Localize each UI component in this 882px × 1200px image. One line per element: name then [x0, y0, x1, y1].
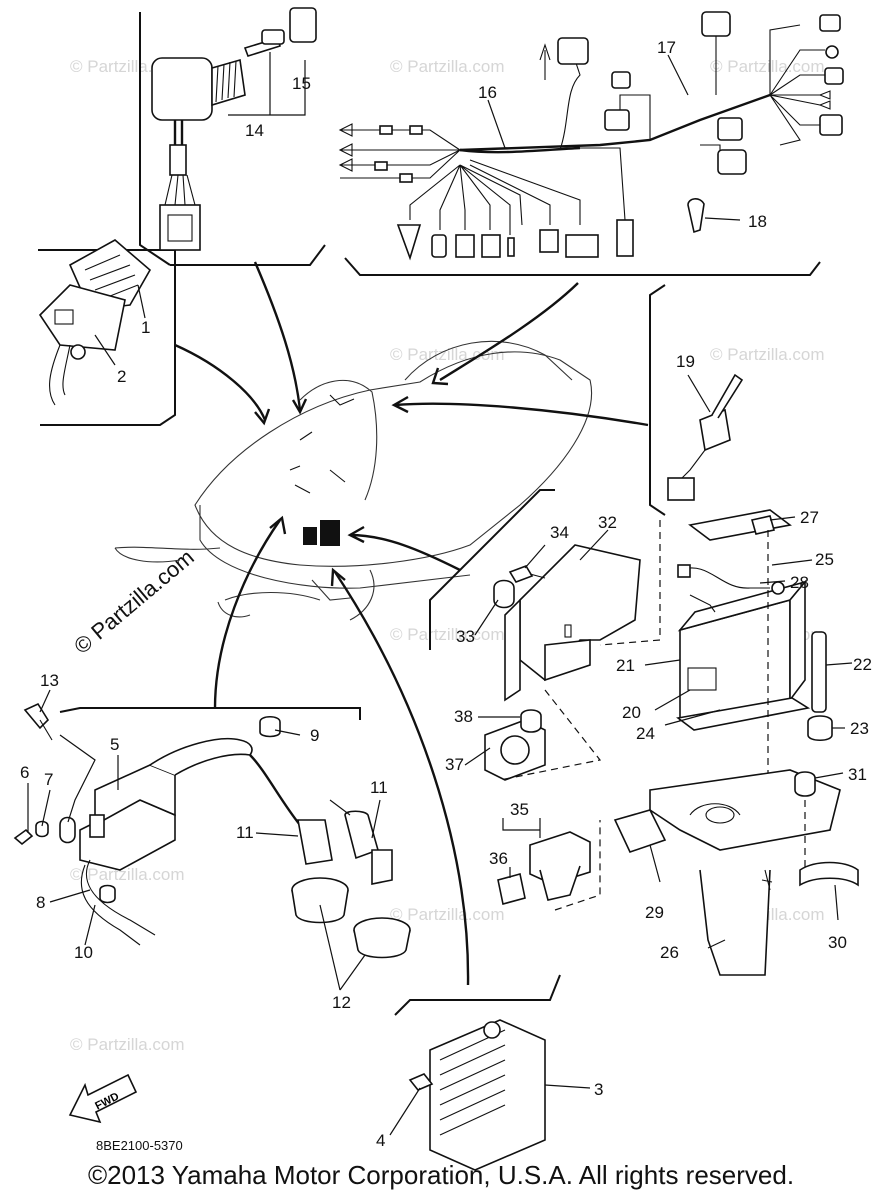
diagram-code: 8BE2100-5370 [96, 1138, 183, 1153]
callout-9: 9 [310, 726, 319, 745]
watermark-text: © Partzilla.com [710, 57, 825, 76]
callout-19: 19 [676, 352, 695, 371]
callout-12: 12 [332, 993, 351, 1012]
watermark-text: © Partzilla.com [70, 865, 185, 884]
watermark-text: © Partzilla.com [70, 1035, 185, 1054]
rectifier-regulator [389, 1019, 591, 1171]
callout-17: 17 [657, 38, 676, 57]
callout-1: 1 [141, 318, 150, 337]
callout-10: 10 [74, 943, 93, 962]
callout-24: 24 [636, 724, 655, 743]
callout-36: 36 [489, 849, 508, 868]
watermark-text: © Partzilla.com [390, 625, 505, 644]
switch-box-parts [38, 239, 152, 406]
callout-35: 35 [510, 800, 529, 819]
callout-22: 22 [853, 655, 872, 674]
callout-20: 20 [622, 703, 641, 722]
callout-33: 33 [456, 627, 475, 646]
snowmobile-outline [114, 340, 592, 621]
relay-group [464, 689, 602, 911]
electrical-box-icon [303, 520, 340, 546]
pointer-arrows [174, 261, 649, 986]
watermark-text: © Partzilla.com [390, 57, 505, 76]
callout-5: 5 [110, 735, 119, 754]
callout-21: 21 [616, 656, 635, 675]
ignition-coil-group [13, 689, 411, 991]
callout-8: 8 [36, 893, 45, 912]
callout-4: 4 [376, 1131, 385, 1150]
watermark-text: © Partzilla.com [710, 345, 825, 364]
watermark-rotated: © Partzilla.com [69, 544, 199, 658]
callout-26: 26 [660, 943, 679, 962]
callout-15: 15 [292, 74, 311, 93]
fwd-arrow-icon: FWD [68, 1073, 138, 1124]
callout-32: 32 [598, 513, 617, 532]
clip-part [687, 198, 741, 234]
main-switch-assembly [151, 7, 317, 251]
callout-23: 23 [850, 719, 869, 738]
mount-plate-group [474, 529, 641, 702]
callout-13: 13 [40, 671, 59, 690]
callout-37: 37 [445, 755, 464, 774]
callout-labels: 1 2 3 4 5 6 7 8 9 10 11 11 12 13 14 15 1… [20, 38, 872, 1150]
callout-29: 29 [645, 903, 664, 922]
callout-25: 25 [815, 550, 834, 569]
callout-2: 2 [117, 367, 126, 386]
watermark-text: © Partzilla.com [390, 345, 505, 364]
callout-28: 28 [790, 573, 809, 592]
watermark-text: © Partzilla.com [390, 905, 505, 924]
battery-group [599, 509, 853, 840]
wire-harness [338, 11, 844, 261]
callout-31: 31 [848, 765, 867, 784]
toggle-switch-part [667, 373, 744, 501]
callout-18: 18 [748, 212, 767, 231]
callout-3: 3 [594, 1080, 603, 1099]
callout-11b: 11 [370, 778, 388, 797]
callout-6: 6 [20, 763, 29, 782]
callout-14: 14 [245, 121, 264, 140]
callout-7: 7 [44, 770, 53, 789]
panel-brackets [38, 12, 821, 1016]
callout-16: 16 [478, 83, 497, 102]
copyright-notice: ©2013 Yamaha Motor Corporation, U.S.A. A… [87, 1160, 795, 1190]
callout-27: 27 [800, 508, 819, 527]
battery-tray-group [613, 769, 859, 976]
callout-38: 38 [454, 707, 473, 726]
callout-34: 34 [550, 523, 569, 542]
callout-30: 30 [828, 933, 847, 952]
callout-11a: 11 [236, 823, 254, 842]
